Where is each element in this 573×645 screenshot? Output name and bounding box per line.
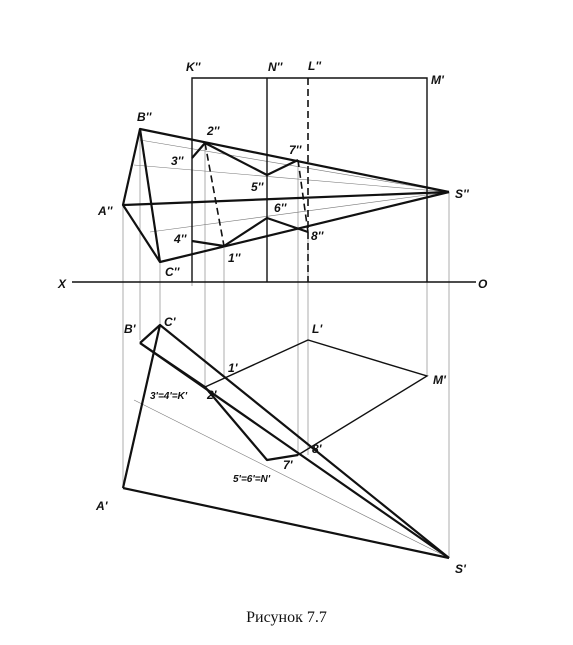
label-6-frontal: 6'' (274, 201, 288, 215)
label-a-frontal: A'' (97, 204, 114, 218)
label-5-frontal: 5'' (251, 180, 265, 194)
horizontal-labels: B' C' L' M' 1' 2' 3'=4'=K' 5'=6'=N' 7' 8… (95, 315, 467, 576)
label-m-horizontal: M' (433, 373, 447, 387)
label-a-horizontal: A' (95, 499, 109, 513)
label-b-frontal: B'' (137, 110, 153, 124)
prism-frontal-outline (191, 77, 428, 282)
intersection-upper-frontal (191, 141, 299, 177)
label-n-frontal: N'' (268, 60, 284, 74)
intersection-hidden-frontal-2 (297, 159, 309, 233)
label-s-frontal: S'' (455, 187, 470, 201)
label-l-horizontal: L' (312, 322, 323, 336)
label-7-horizontal: 7' (283, 458, 294, 472)
label-5-6-n-horizontal: 5'=6'=N' (233, 474, 271, 485)
label-k-frontal: K'' (186, 60, 202, 74)
label-2-horizontal: 2' (206, 388, 218, 402)
edge-cs-horizontal (159, 324, 450, 559)
label-l-frontal: L'' (308, 59, 322, 73)
label-8-horizontal: 8' (312, 442, 323, 456)
figure-caption: Рисунок 7.7 (246, 609, 327, 626)
label-s-horizontal: S' (455, 562, 467, 576)
prism-horizontal-outline (204, 339, 429, 456)
label-1-horizontal: 1' (228, 361, 239, 375)
frontal-labels: K'' N'' L'' M' B'' A'' C'' S'' 2'' 3'' 4… (97, 59, 470, 279)
intersection-horizontal (139, 342, 299, 462)
label-m-frontal: M' (431, 73, 445, 87)
label-b-horizontal: B' (124, 322, 137, 336)
label-3-frontal: 3'' (171, 154, 185, 168)
intersection-hidden-frontal (204, 142, 225, 247)
label-1-frontal: 1'' (228, 251, 242, 265)
edge-cs-frontal (159, 190, 450, 264)
pyramid-base-horizontal (121, 323, 162, 489)
label-c-frontal: C'' (165, 265, 181, 279)
edge-as-frontal (122, 190, 450, 207)
label-7-frontal: 7'' (289, 143, 303, 157)
label-8-frontal: 8'' (311, 229, 325, 243)
frontal-projection (121, 77, 450, 282)
horizontal-projection (121, 323, 450, 560)
label-2-frontal: 2'' (206, 124, 221, 138)
hidden-edge-bc-frontal (139, 128, 161, 263)
label-4-frontal: 4'' (173, 232, 188, 246)
pyramid-base-frontal (121, 127, 162, 264)
edge-as-horizontal (122, 486, 450, 560)
axis-label-x: X (57, 277, 67, 291)
label-3-4-k-horizontal: 3'=4'=K' (150, 391, 188, 402)
axis-label-o: O (478, 277, 488, 291)
label-c-horizontal: C' (164, 315, 177, 329)
intersection-lower-frontal (191, 216, 309, 248)
